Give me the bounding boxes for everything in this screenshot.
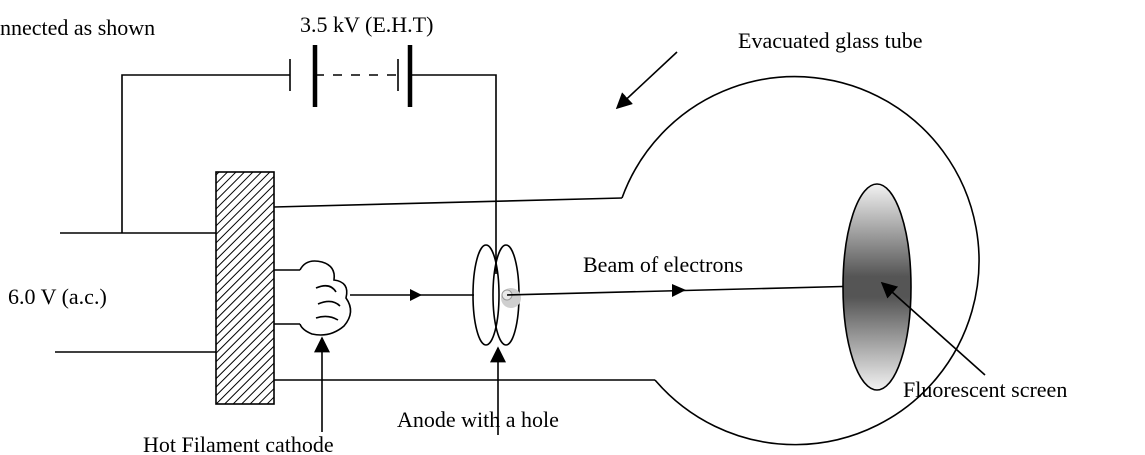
top-caption-label: nnected as shown (0, 15, 155, 40)
cathode-label: Hot Filament cathode (143, 432, 334, 455)
fluorescent-screen (842, 183, 912, 391)
filament (274, 260, 352, 336)
glass-tube (273, 75, 980, 446)
beam-arrow-1 (410, 289, 422, 301)
cathode-block (215, 171, 275, 405)
screen-label: Fluorescent screen (903, 377, 1067, 402)
eht-circuit (121, 45, 497, 274)
beam-arrow-2 (672, 284, 686, 297)
tube-label: Evacuated glass tube (738, 28, 923, 53)
ac-supply-label: 6.0 V (a.c.) (8, 284, 107, 309)
anode (472, 244, 521, 346)
screen-pointer-arrow (880, 281, 986, 376)
anode-label: Anode with a hole (397, 407, 559, 432)
beam-label: Beam of electrons (583, 252, 743, 277)
eht-label: 3.5 kV (E.H.T) (300, 12, 433, 37)
tube-pointer-arrow (615, 51, 678, 110)
ac-supply-leads (55, 232, 216, 353)
